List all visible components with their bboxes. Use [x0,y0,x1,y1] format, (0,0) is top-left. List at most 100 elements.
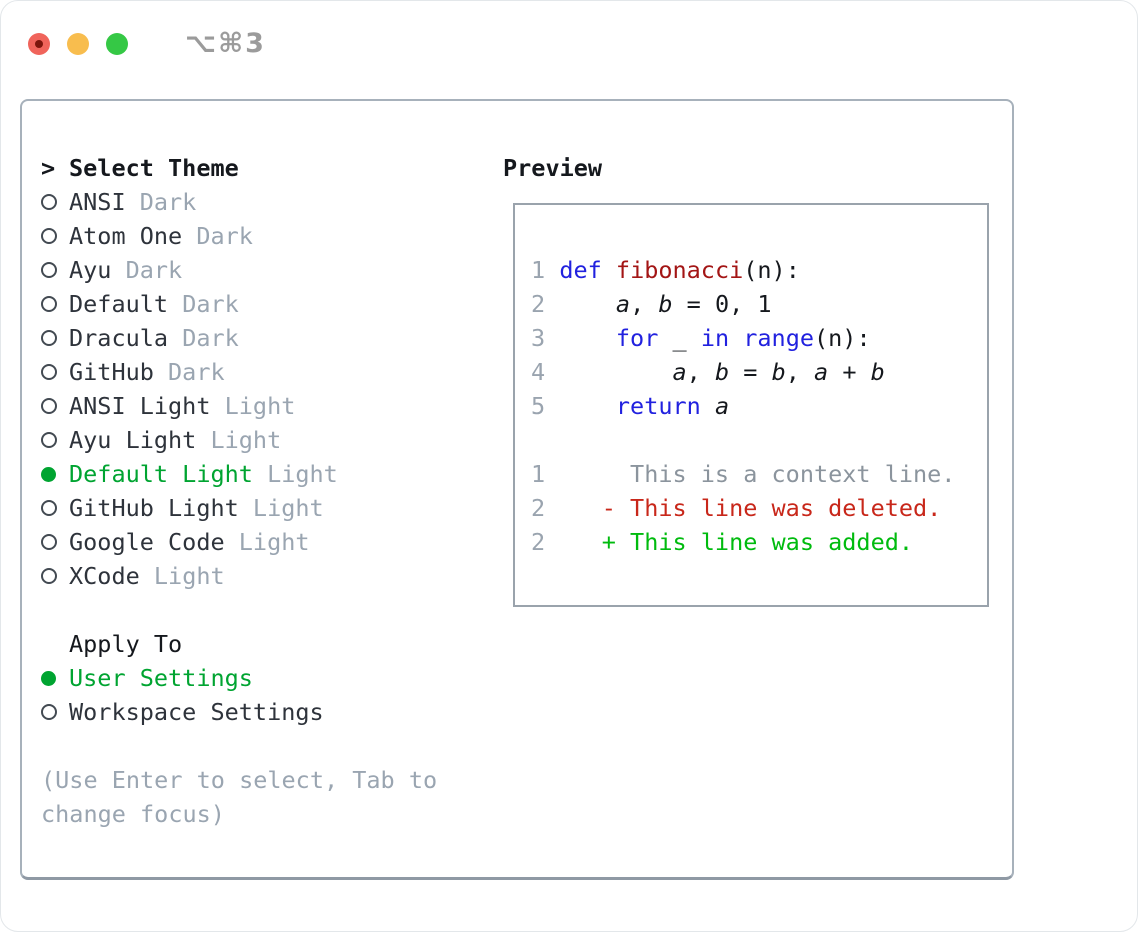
radio-icon [41,355,69,389]
token-plain: , [630,290,659,318]
radio-icon [41,423,69,457]
line-number: 4 [531,358,546,386]
token-v: a [714,392,730,420]
apply-option-label: User Settings [69,664,253,692]
radio-icon [41,253,69,287]
theme-option-default-light[interactable]: Default Light Light [41,457,491,491]
unsaved-indicator-dot [35,39,43,48]
radio-icon [41,525,69,559]
theme-variant-tag: Dark [153,358,225,386]
token-plain [701,392,715,420]
theme-name: Ayu Light [69,426,197,454]
theme-list-header-row: > Select Theme [41,151,491,185]
theme-name: Google Code [69,528,225,556]
radio-unselected-icon [41,296,57,312]
code-line: 5 return a [531,389,987,423]
token-plain: = 0, 1 [672,290,772,318]
theme-variant-tag: Light [238,494,324,522]
theme-option-ayu-light[interactable]: Ayu Light Light [41,423,491,457]
theme-variant-tag: Dark [168,324,239,352]
token-plain [559,290,616,318]
code-line: 3 for _ in range(n): [531,321,987,355]
apply-option-workspace-settings[interactable]: Workspace Settings [41,695,491,729]
theme-name: GitHub Light [69,494,239,522]
theme-variant-tag: Light [196,426,282,454]
spacer [41,593,491,627]
radio-unselected-icon [41,568,57,584]
code-line: 4 a, b = b, a + b [531,355,987,389]
spacer [41,729,491,763]
diff-line-deleted: 2 - This line was deleted. [531,491,987,525]
radio-unselected-icon [41,364,57,380]
token-kw: return [615,392,701,420]
diff-text-added: + This line was added. [601,528,914,556]
theme-option-ansi[interactable]: ANSI Dark [41,185,491,219]
diff-line-context: 1 This is a context line. [531,457,987,491]
token-v: b [771,358,786,386]
token-v: b [714,358,730,386]
token-plain: (n): [814,324,871,352]
close-button[interactable] [28,32,50,55]
apply-option-label: Workspace Settings [69,698,324,726]
token-kw: for [615,324,659,352]
theme-option-ayu[interactable]: Ayu Dark [41,253,491,287]
theme-variant-tag: Dark [111,256,183,284]
radio-unselected-icon [41,500,57,516]
theme-name: Dracula [69,324,169,352]
token-plain: _ [658,324,701,352]
radio-icon [41,321,69,355]
theme-option-atom-one[interactable]: Atom One Dark [41,219,491,253]
minimize-button[interactable] [67,32,89,55]
radio-unselected-icon [41,330,57,346]
radio-selected-icon [41,466,56,482]
radio-unselected-icon [41,534,57,550]
theme-name: Ayu [69,256,112,284]
title-bar: ⌥⌘3 [28,28,266,59]
theme-option-github-light[interactable]: GitHub Light Light [41,491,491,525]
theme-option-google-code[interactable]: Google Code Light [41,525,491,559]
apply-to-header-row: Apply To [41,627,491,661]
token-plain [729,324,743,352]
theme-option-dracula[interactable]: Dracula Dark [41,321,491,355]
theme-option-github[interactable]: GitHub Dark [41,355,491,389]
focus-caret-icon: > [41,154,56,182]
token-v: b [870,358,885,386]
theme-option-xcode[interactable]: XCode Light [41,559,491,593]
theme-variant-tag: Light [224,528,310,556]
token-kw: range [743,324,815,352]
theme-name: ANSI [69,188,126,216]
theme-option-default[interactable]: Default Dark [41,287,491,321]
radio-icon [41,185,69,219]
theme-name: ANSI Light [69,392,211,420]
token-plain: = [729,358,772,386]
theme-variant-tag: Light [210,392,296,420]
line-number: 5 [531,392,546,420]
diff-text-context: This is a context line. [601,460,956,488]
theme-name: Default [69,290,169,318]
token-plain: (n): [743,256,800,284]
theme-list-header: Select Theme [69,154,239,182]
radio-selected-icon [41,670,56,686]
line-number: 2 [531,528,546,556]
token-plain: + [828,358,871,386]
theme-variant-tag: Light [252,460,338,488]
apply-option-user-settings[interactable]: User Settings [41,661,491,695]
preview-column: Preview 1 def fibonacci(n):2 a, b = 0, 1… [503,151,1003,607]
theme-option-ansi-light[interactable]: ANSI Light Light [41,389,491,423]
radio-unselected-icon [41,704,57,720]
token-kw: in [700,324,730,352]
token-fn: fibonacci [615,256,744,284]
line-number: 1 [531,460,546,488]
token-kw: def [559,256,602,284]
zoom-button[interactable] [106,32,128,55]
token-v: a [672,358,687,386]
theme-name: Atom One [69,222,183,250]
line-number: 2 [531,290,546,318]
radio-unselected-icon [41,398,57,414]
